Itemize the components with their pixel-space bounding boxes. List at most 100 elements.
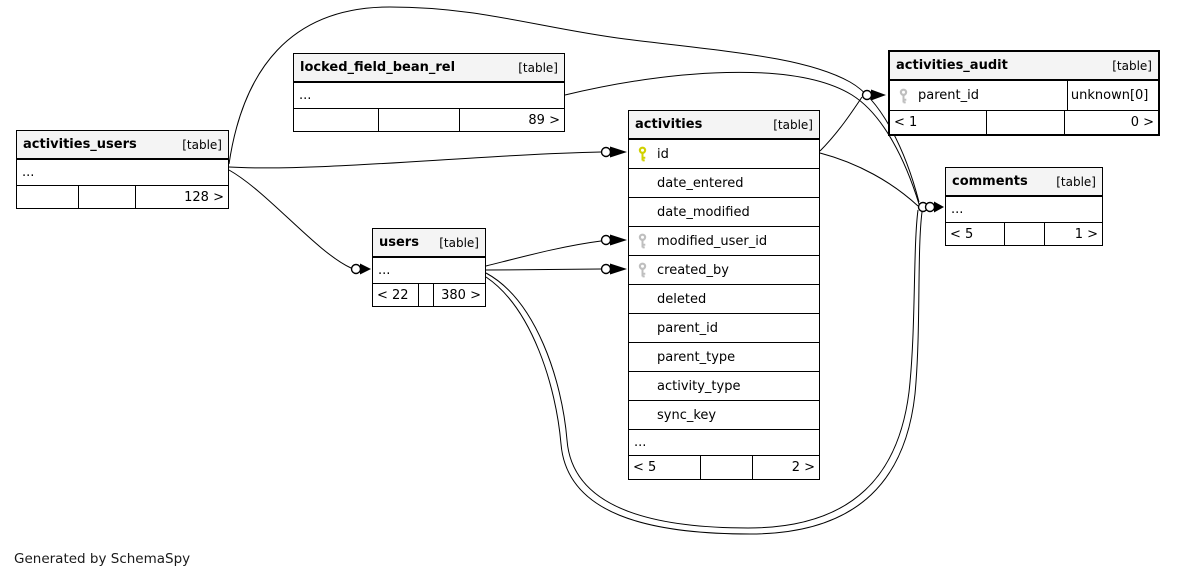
column-row-date_modified: date_modified — [629, 197, 819, 226]
foreign-key-icon — [637, 262, 648, 278]
relation-arrowhead-icon — [610, 146, 627, 158]
footer-cell-middle — [986, 111, 1064, 134]
table-header: comments [table] — [946, 168, 1102, 196]
column-name: parent_type — [657, 349, 736, 365]
table-tag: [table] — [1112, 58, 1152, 73]
table-activities_audit[interactable]: activities_audit [table] parent_id unknown[… — [888, 50, 1160, 136]
edge-activities-to-activities_audit — [819, 96, 863, 152]
table-header: activities_audit [table] — [890, 52, 1158, 80]
column-row-created_by: created_by — [629, 255, 819, 284]
table-name[interactable]: locked_field_bean_rel — [300, 60, 456, 75]
edge-users-to-activities — [485, 240, 602, 267]
foreign-key-icon — [637, 233, 648, 249]
column-row-parent_id: parent_id unknown[0] — [890, 80, 1158, 110]
table-comments[interactable]: comments [table]... < 5 1 > — [945, 167, 1103, 246]
table-footer: 89 > — [294, 108, 564, 131]
table-footer: < 5 1 > — [946, 222, 1102, 245]
table-name[interactable]: comments — [952, 174, 1028, 189]
table-header: locked_field_bean_rel[table] — [294, 54, 564, 82]
generator-note: Generated by SchemaSpy — [14, 551, 191, 567]
collapsed-columns-row: ... — [373, 257, 485, 283]
column-row-modified_user_id: modified_user_id — [629, 226, 819, 255]
edge-users-to-comments — [485, 211, 923, 535]
relation-circle-icon — [861, 89, 873, 101]
table-footer: 128 > — [17, 185, 228, 208]
edge-locked_field_bean_rel-to-comments — [564, 71, 920, 205]
footer-cell-left — [17, 186, 78, 208]
edge-activities-to-comments — [819, 152, 919, 207]
table-activities_users[interactable]: activities_users [table]... 128 > — [16, 130, 229, 209]
table-header: activities_users [table] — [17, 131, 228, 159]
table-header: activities [table] — [629, 111, 819, 139]
footer-cell-left: < 1 — [894, 115, 918, 130]
column-name: activity_type — [657, 378, 741, 394]
footer-cell-right: 2 > — [751, 456, 819, 479]
relation-circle-icon — [924, 201, 936, 213]
column-name: ... — [299, 88, 312, 103]
column-name: sync_key — [657, 407, 717, 423]
column-row-id: id — [629, 139, 819, 168]
relation-arrowhead-icon — [610, 263, 627, 275]
column-name: parent_id — [918, 88, 979, 103]
foreign-key-icon — [898, 88, 909, 103]
footer-cell-middle — [1003, 223, 1045, 245]
column-name: date_entered — [657, 175, 744, 191]
relation-arrowhead-icon — [871, 89, 886, 101]
table-locked_field_bean_rel[interactable]: locked_field_bean_rel[table]... 89 > — [293, 53, 565, 132]
footer-cell-right: 0 > — [1064, 111, 1158, 134]
column-row-activity_type: activity_type — [629, 371, 819, 400]
column-name: deleted — [657, 291, 707, 307]
column-name: ... — [951, 202, 964, 217]
footer-cell-left: < 22 — [377, 287, 409, 303]
relation-circle-icon — [600, 234, 612, 246]
footer-cell-left — [294, 109, 378, 131]
collapsed-columns-row: ... — [17, 159, 228, 185]
relation-circle-icon — [600, 146, 612, 158]
column-row-parent_id: parent_id — [629, 313, 819, 342]
footer-cell-left: < 5 — [950, 226, 974, 242]
edge-users-to-comments — [485, 209, 919, 529]
collapsed-columns-row: ... — [294, 82, 564, 108]
column-name: id — [657, 146, 669, 162]
column-type: unknown[0] — [1066, 81, 1158, 110]
edge-activities_users-to-users — [228, 169, 352, 269]
column-name: parent_id — [657, 320, 718, 336]
relation-arrowhead-icon — [360, 263, 371, 275]
table-name[interactable]: activities — [635, 117, 703, 132]
relation-arrowhead-icon — [610, 234, 627, 246]
table-tag: [table] — [1056, 174, 1096, 189]
column-name: ... — [634, 435, 647, 450]
table-activities[interactable]: activities [table] id date_entered date_modi… — [628, 110, 820, 480]
footer-cell-right: 89 > — [458, 109, 564, 131]
column-row-date_entered: date_entered — [629, 168, 819, 197]
table-name[interactable]: users — [379, 235, 419, 250]
column-row-deleted: deleted — [629, 284, 819, 313]
relation-circle-icon — [350, 263, 362, 275]
table-tag: [table] — [439, 235, 479, 250]
column-row-parent_type: parent_type — [629, 342, 819, 371]
table-users[interactable]: users [table]... < 22 380 > — [372, 228, 486, 307]
column-name: created_by — [657, 262, 729, 278]
table-name[interactable]: activities_audit — [896, 58, 1008, 73]
footer-cell-left: < 5 — [633, 460, 657, 475]
table-name[interactable]: activities_users — [23, 137, 137, 152]
edge-activities_users-to-activities — [228, 151, 602, 169]
collapsed-columns-row: ... — [629, 429, 819, 455]
table-footer: < 22 380 > — [373, 283, 485, 306]
column-name: date_modified — [657, 204, 750, 220]
relation-arrowhead-icon — [934, 201, 944, 213]
collapsed-columns-row: ... — [946, 196, 1102, 222]
table-footer: < 5 2 > — [629, 455, 819, 479]
footer-cell-middle — [377, 109, 459, 131]
table-header: users [table] — [373, 229, 485, 257]
footer-cell-right: 380 > — [433, 284, 485, 306]
table-tag: [table] — [182, 137, 222, 152]
relation-circle-icon — [600, 263, 612, 275]
column-name: ... — [22, 165, 35, 180]
table-tag: [table] — [773, 117, 813, 132]
primary-key-icon — [637, 146, 648, 162]
footer-cell-right: 128 > — [135, 186, 228, 208]
footer-cell-right: 1 > — [1044, 223, 1102, 245]
